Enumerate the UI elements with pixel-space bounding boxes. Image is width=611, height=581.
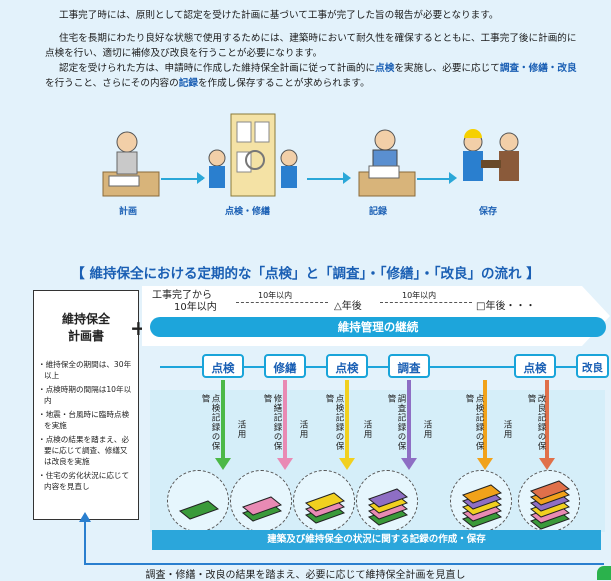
up-arrow-icon xyxy=(79,512,91,522)
record-label-survey: 調査記録の保管 xyxy=(386,394,406,451)
label-plan: 計画 xyxy=(119,207,138,217)
intro-text: 工事完了時には、原則として認定を受けた計画に基づいて工事が完了した旨の報告が必要… xyxy=(45,8,585,91)
step-connector xyxy=(160,366,600,368)
step-inspection-3: 点検 xyxy=(514,354,556,378)
flow-title: 【 維持保全における定期的な「点検」と「調査」・「修繕」・「改良」の流れ 】 xyxy=(71,266,540,282)
record-circle xyxy=(356,470,418,532)
storage-handover-illustration xyxy=(463,129,519,181)
house-inspection-illustration xyxy=(208,113,298,197)
record-label-inspection-3: 点検記録の保管 xyxy=(464,394,484,451)
document-stack-icon xyxy=(178,500,220,520)
record-label-inspection-1: 点検記録の保管 xyxy=(200,394,220,451)
record-label-inspection-2: 点検記録の保管 xyxy=(324,394,344,451)
plan-item: ・地震・台風時に臨時点検を実施 xyxy=(38,410,130,430)
timeline-gap-2: 10年以内 xyxy=(402,291,437,300)
step-repair: 修繕 xyxy=(264,354,306,378)
step-inspection-2: 点検 xyxy=(326,354,368,378)
step-survey: 調査 xyxy=(388,354,430,378)
page-corner-mark xyxy=(597,566,611,580)
planning-person-illustration xyxy=(102,131,160,197)
illustration: 計画 点検・修繕 記録 保存 xyxy=(95,100,525,220)
record-circle xyxy=(230,470,292,532)
step-improvement: 改良 xyxy=(576,354,609,378)
record-circle xyxy=(450,470,512,532)
timeline-gap-1: 10年以内 xyxy=(258,291,293,300)
arrow-head-icon xyxy=(449,172,457,184)
plan-item: ・点検時期の間隔は10年以内 xyxy=(38,385,132,405)
use-label: 活用 xyxy=(422,420,432,439)
plan-item: ・維持保全の期間は、30年以上 xyxy=(38,360,132,380)
arrow xyxy=(161,178,203,180)
label-store: 保存 xyxy=(479,207,498,217)
use-label: 活用 xyxy=(298,420,308,439)
timeline-end: □年後・・・ xyxy=(476,301,536,312)
record-arrows xyxy=(215,380,555,470)
record-label-repair: 修繕記録の保管 xyxy=(262,394,282,451)
intro-paragraph-1: 工事完了時には、原則として認定を受けた計画に基づいて工事が完了した旨の報告が必要… xyxy=(59,10,499,21)
plan-review-text: 調査・修繕・改良の結果を踏まえ、必要に応じて維持保全計画を見直し xyxy=(145,570,466,581)
document-stack-icon xyxy=(241,496,283,522)
step-inspection-1: 点検 xyxy=(202,354,244,378)
maintenance-plan-box: 維持保全 計画書 ・維持保全の期間は、30年以上 ・点検時期の間隔は10年以内 … xyxy=(33,290,139,520)
gap-line xyxy=(380,302,472,304)
records-band: 建築及び維持保全の状況に関する記録の作成・保存 xyxy=(152,530,601,550)
record-label-improvement: 改良記録の保管 xyxy=(526,394,546,451)
document-stack-icon xyxy=(529,480,571,530)
record-circle xyxy=(167,470,229,532)
use-label: 活用 xyxy=(502,420,512,439)
arrow-head-icon xyxy=(197,172,205,184)
document-stack-icon xyxy=(461,484,503,528)
arrow xyxy=(307,178,347,180)
plan-item: ・点検の結果を踏まえ、必要に応じて調査、修繕又は改良を実施 xyxy=(38,435,130,466)
document-stack-icon xyxy=(367,488,409,526)
label-record: 記録 xyxy=(369,207,388,217)
feedback-line xyxy=(84,563,604,565)
document-stack-icon xyxy=(304,492,346,524)
plan-title: 維持保全 計画書 xyxy=(61,312,110,343)
use-label: 活用 xyxy=(236,420,246,439)
arrow xyxy=(417,178,453,180)
intro-paragraph-3: 認定を受けられた方は、申請時に作成した維持保全計画に従って計画的に点検を実施し、… xyxy=(45,63,577,89)
timeline-mid: △年後 xyxy=(334,301,362,312)
feedback-line xyxy=(84,519,86,565)
intro-paragraph-2: 住宅を長期にわたり良好な状態で使用するためには、建築時において耐久性を確保すると… xyxy=(45,33,577,59)
label-inspect-repair: 点検・修繕 xyxy=(225,207,271,217)
timeline-start: 工事完了から 10年以内 xyxy=(152,290,217,313)
recording-person-illustration xyxy=(358,129,416,197)
record-circle xyxy=(518,470,580,532)
plan-items: ・維持保全の期間は、30年以上 ・点検時期の間隔は10年以内 ・地震・台風時に臨… xyxy=(34,359,138,492)
arrow-head-icon xyxy=(343,172,351,184)
use-label: 活用 xyxy=(362,420,372,439)
continuous-maintenance-band: 維持管理の継続 xyxy=(150,317,606,337)
gap-line xyxy=(236,302,328,304)
record-circle xyxy=(293,470,355,532)
plan-item: ・住宅の劣化状況に応じて内容を見直し xyxy=(38,471,130,491)
